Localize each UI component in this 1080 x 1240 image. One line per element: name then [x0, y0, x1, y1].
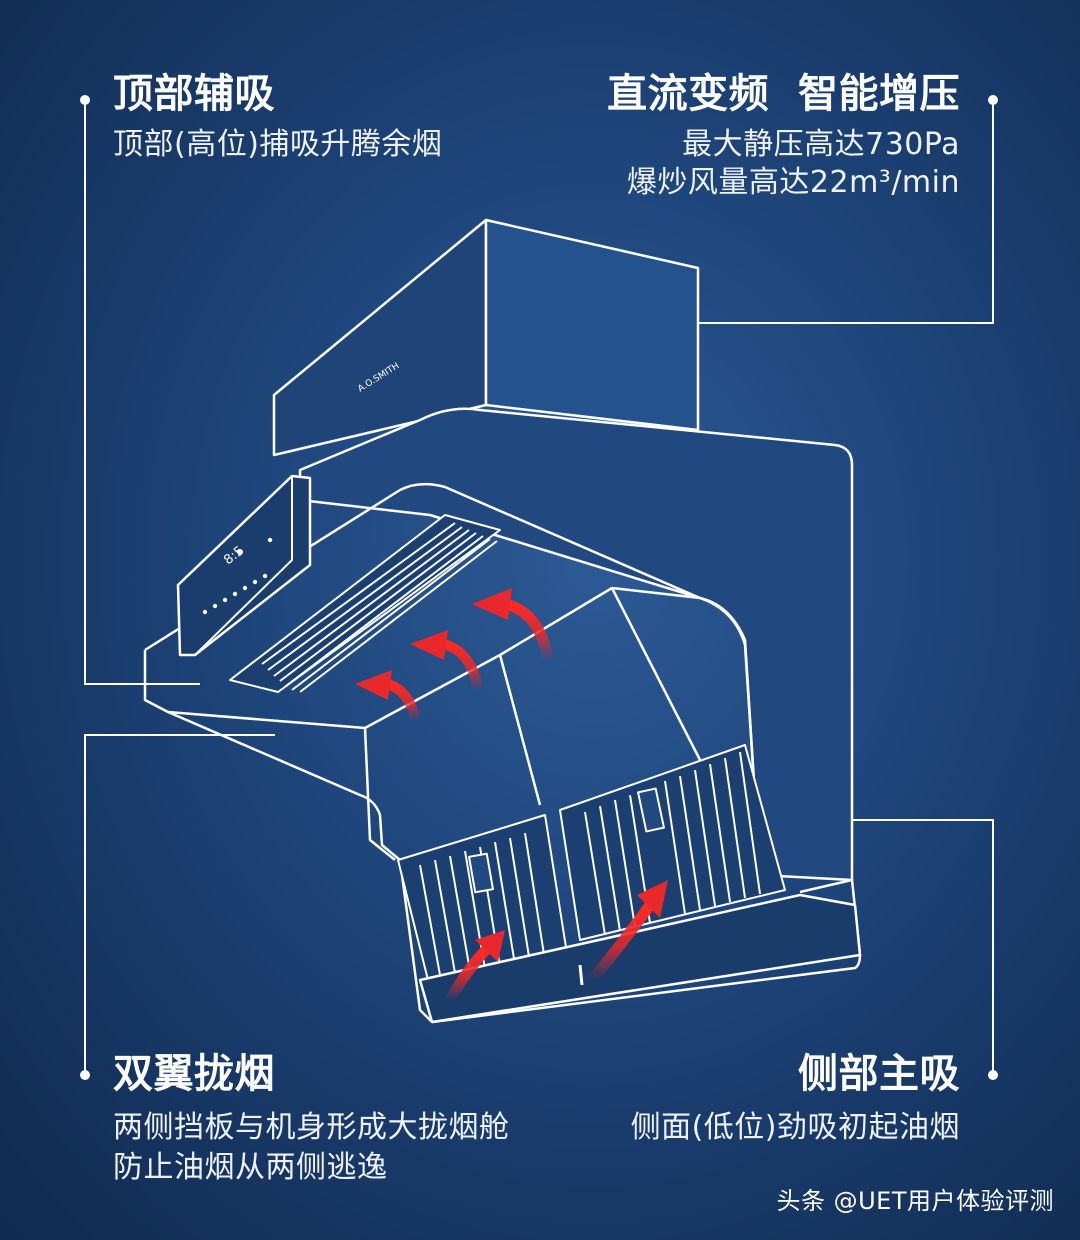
callout-line-top-left	[84, 100, 200, 685]
feature-title-dual-wing: 双翼拢烟	[113, 1051, 275, 1097]
callout-line-bottom-left	[84, 734, 275, 1075]
feature-desc-air-volume: 爆炒风量高达22m³/min	[626, 165, 960, 200]
feature-title-top-suction: 顶部辅吸	[113, 71, 275, 117]
feature-desc-top-suction: 顶部(高位)捕吸升腾余烟	[113, 127, 443, 162]
feature-title-side-suction: 侧部主吸	[798, 1051, 960, 1097]
callout-line-top-right	[660, 100, 994, 324]
airflow-arrow-top-3	[472, 588, 554, 666]
callout-dot-top-right	[988, 95, 998, 105]
control-panel-buttons	[202, 537, 273, 615]
feature-desc-static-pressure: 最大静压高达730Pa	[682, 127, 960, 162]
hood-bottom-lip	[418, 893, 862, 1024]
callout-dot-bottom-right	[988, 1070, 998, 1080]
control-panel	[176, 474, 312, 657]
airflow-arrow-side-1	[444, 930, 505, 1006]
feature-desc-dual-wing-1: 两侧挡板与机身形成大拢烟舱	[113, 1110, 510, 1145]
top-grille	[229, 514, 501, 693]
chimney-side	[484, 218, 700, 432]
side-grille-right	[559, 744, 786, 941]
side-grille-left	[397, 814, 569, 981]
watermark: 头条 @UET用户体验评测	[776, 1187, 1054, 1215]
airflow-arrow-side-2	[586, 880, 668, 986]
feature-desc-side-suction: 侧面(低位)劲吸初起油烟	[630, 1110, 960, 1145]
feature-desc-dual-wing-2: 防止油烟从两侧逃逸	[113, 1150, 388, 1185]
feature-title-dc-inverter: 直流变频 智能增压	[607, 71, 960, 117]
range-hood: A.O.SMITH 8:5	[143, 218, 862, 1024]
callout-dot-bottom-left	[80, 1070, 90, 1080]
airflow-arrow-top-1	[355, 670, 420, 725]
airflow-arrows	[355, 588, 668, 1006]
callout-dot-top-left	[80, 95, 90, 105]
airflow-arrow-top-2	[410, 630, 483, 695]
